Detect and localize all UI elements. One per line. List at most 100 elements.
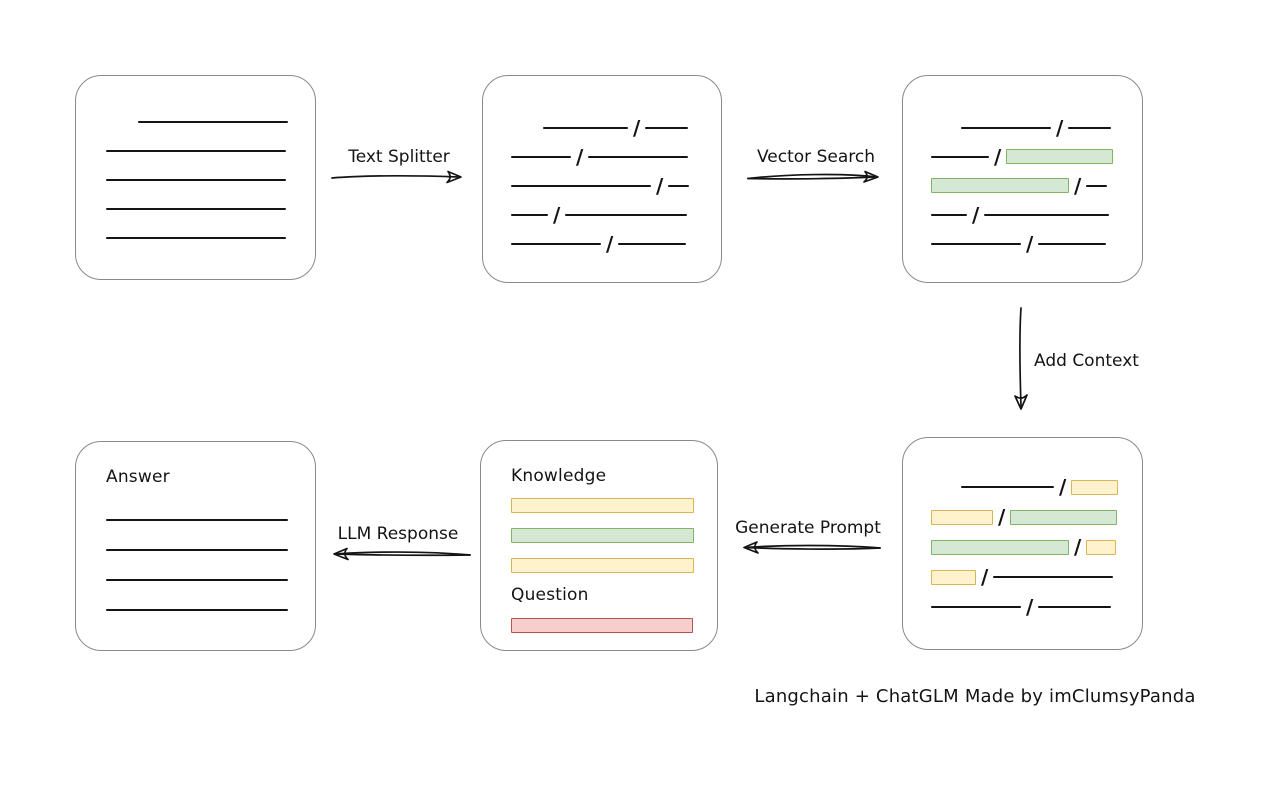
segment-row: / [931, 142, 1142, 171]
segment-row: / [511, 113, 721, 142]
slash-separator: / [1056, 115, 1064, 140]
answer-content: Answer [76, 442, 315, 650]
text-line [1038, 242, 1107, 245]
llm-response-arrow: LLM Response [324, 523, 472, 563]
segment-row [511, 520, 717, 550]
segment-row [106, 194, 315, 223]
text-line [106, 149, 286, 152]
text-line [511, 155, 571, 158]
segment-row: / [511, 229, 721, 258]
chunk-lines: / / / / / [483, 76, 721, 282]
text-line [931, 242, 1021, 245]
segment-row [106, 107, 315, 136]
text-line [1068, 126, 1112, 129]
slash-separator: / [972, 202, 980, 227]
yellow-highlight-bar [1071, 479, 1119, 495]
question-label: Question [511, 585, 589, 605]
slash-separator: / [553, 202, 561, 227]
text-line [984, 213, 1110, 216]
text-line [106, 609, 288, 611]
segment-row: / [931, 562, 1142, 592]
segment-row [106, 505, 315, 535]
right-arrow-icon [331, 170, 462, 184]
green-highlight-bar [511, 527, 694, 543]
text-line [106, 236, 286, 239]
vector-matched-chunks-box: / / / / / [902, 75, 1143, 283]
segment-row: / [931, 532, 1142, 562]
left-arrow-icon [743, 541, 881, 554]
segment-row: / [931, 113, 1142, 142]
slash-separator: / [1074, 173, 1082, 198]
text-line [511, 242, 601, 245]
segment-row: / [511, 200, 721, 229]
text-line [1086, 184, 1108, 187]
slash-separator: / [1074, 535, 1082, 559]
caption: Langchain + ChatGLM Made by imClumsyPand… [754, 686, 1196, 707]
green-highlight-bar [931, 178, 1069, 193]
text-line [106, 207, 286, 210]
yellow-highlight-bar [511, 497, 694, 513]
text-line [106, 579, 288, 581]
segment-row [106, 595, 315, 625]
slash-separator: / [994, 144, 1002, 169]
slash-separator: / [998, 505, 1006, 529]
segment-row: Answer [106, 463, 315, 491]
segment-row: / [511, 142, 721, 171]
yellow-highlight-bar [511, 557, 694, 573]
green-highlight-bar [1010, 509, 1118, 525]
text-splitter-arrow: Text Splitter [330, 146, 468, 186]
slash-separator: / [1059, 475, 1067, 499]
text-line [931, 213, 967, 216]
segment-row [511, 490, 717, 520]
segment-row [106, 136, 315, 165]
text-line [106, 519, 288, 521]
segment-row [106, 565, 315, 595]
segment-row: / [511, 171, 721, 200]
context-chunk-lines: / / / / / [903, 438, 1142, 649]
text-line [106, 549, 288, 551]
knowledge-label: Knowledge [511, 466, 607, 486]
text-line [138, 120, 288, 123]
answer-box: Answer [75, 441, 316, 651]
text-line [645, 126, 689, 129]
yellow-highlight-bar [1086, 539, 1117, 555]
text-line [961, 126, 1051, 129]
text-line [931, 155, 989, 158]
slash-separator: / [1026, 595, 1034, 619]
matched-chunk-lines: / / / / / [903, 76, 1142, 282]
slash-separator: / [606, 231, 614, 256]
text-line [511, 184, 651, 187]
segment-row: / [931, 200, 1142, 229]
answer-label: Answer [106, 467, 170, 487]
green-highlight-bar [931, 539, 1069, 555]
vector-search-arrow: Vector Search [746, 146, 886, 186]
slash-separator: / [633, 115, 641, 140]
slash-separator: / [576, 144, 584, 169]
yellow-highlight-bar [931, 569, 976, 585]
right-arrow-icon [747, 170, 879, 183]
slash-separator: / [656, 173, 664, 198]
document-lines [76, 76, 315, 279]
slash-separator: / [1026, 231, 1034, 256]
text-line [618, 242, 687, 245]
segment-row [106, 165, 315, 194]
segment-row [106, 535, 315, 565]
segment-row: / [931, 592, 1142, 622]
add-context-label: Add Context [1034, 351, 1139, 371]
segment-row: / [931, 502, 1142, 532]
slash-separator: / [981, 565, 989, 589]
segment-row [511, 610, 717, 640]
segment-row: / [931, 229, 1142, 258]
segment-row: / [931, 472, 1142, 502]
segment-row: / [931, 171, 1142, 200]
segment-row [106, 223, 315, 252]
green-highlight-bar [1006, 149, 1114, 164]
vector-search-label: Vector Search [757, 147, 875, 167]
text-line [588, 155, 689, 158]
text-line [1038, 606, 1112, 608]
segment-row [511, 550, 717, 580]
text-line [565, 213, 688, 216]
text-line [668, 184, 690, 187]
